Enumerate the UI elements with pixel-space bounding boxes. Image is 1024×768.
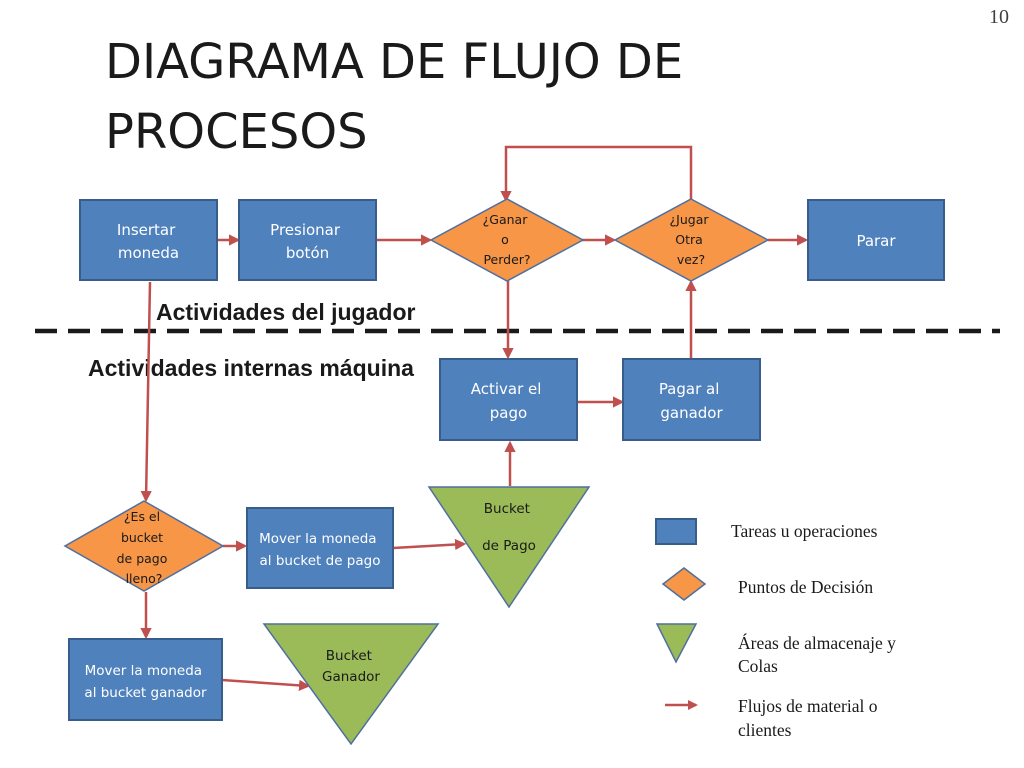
task-insert-coin-label: Insertar moneda bbox=[117, 221, 180, 262]
legend-storage-swatch bbox=[655, 623, 698, 664]
title-line-2: PROCESOS bbox=[105, 104, 368, 160]
task-insert-coin: Insertar moneda bbox=[79, 199, 218, 281]
decision-bucket-full: ¿Es el bucket de pago lleno? bbox=[63, 500, 225, 592]
arrow-move-payment-to-bucket bbox=[392, 538, 467, 551]
section-label-player: Actividades del jugador bbox=[156, 299, 415, 325]
task-move-coin-payment-label: Mover la moneda al bucket de pago bbox=[259, 531, 381, 569]
task-box bbox=[246, 507, 394, 589]
task-activate-payment-label: Activar el pago bbox=[471, 380, 546, 422]
arrow-play-again-loop bbox=[500, 145, 693, 203]
storage-payment-bucket: Bucket de Pago bbox=[427, 486, 591, 609]
task-pay-winner: Pagar al ganador bbox=[622, 358, 761, 441]
task-box bbox=[79, 199, 218, 281]
task-press-button: Presionar botón bbox=[238, 199, 377, 281]
task-box bbox=[807, 199, 945, 281]
task-box bbox=[439, 358, 578, 441]
task-pay-winner-label: Pagar al ganador bbox=[659, 380, 724, 422]
storage-winner-bucket: Bucket Ganador bbox=[262, 623, 440, 746]
decision-play-again: ¿Jugar Otra vez? bbox=[613, 198, 770, 282]
decision-diamond bbox=[429, 198, 585, 282]
storage-triangle bbox=[262, 623, 440, 746]
task-box bbox=[622, 358, 761, 441]
legend-task-swatch bbox=[655, 518, 697, 545]
legend-decisions-label: Puntos de Decisión bbox=[738, 577, 873, 597]
arrow-insert-to-bucket-full bbox=[140, 281, 152, 503]
task-move-coin-winner: Mover la moneda al bucket ganador bbox=[68, 638, 223, 721]
task-box bbox=[238, 199, 377, 281]
task-stop: Parar bbox=[807, 199, 945, 281]
storage-triangle bbox=[427, 486, 591, 609]
storage-payment-bucket-label: Bucket de Pago bbox=[482, 501, 536, 554]
task-box bbox=[68, 638, 223, 721]
slide-number: 10 bbox=[989, 6, 1009, 28]
legend-decision-swatch bbox=[661, 567, 707, 601]
task-activate-payment: Activar el pago bbox=[439, 358, 578, 441]
decision-bucket-full-label: ¿Es el bucket de pago lleno? bbox=[117, 509, 172, 586]
task-stop-label: Parar bbox=[856, 232, 896, 250]
section-label-machine: Actividades internas máquina bbox=[88, 355, 414, 381]
storage-winner-bucket-label: Bucket Ganador bbox=[322, 648, 380, 685]
task-press-button-label: Presionar botón bbox=[270, 221, 345, 262]
legend-storage-label: Áreas de almacenaje y Colas bbox=[738, 633, 900, 676]
decision-diamond bbox=[63, 500, 225, 592]
legend-tasks-label: Tareas u operaciones bbox=[731, 521, 878, 541]
flow-arrows bbox=[140, 145, 809, 691]
decision-play-again-label: ¿Jugar Otra vez? bbox=[670, 212, 713, 267]
legend-flows-label: Flujos de material o clientes bbox=[738, 696, 882, 740]
task-move-coin-payment: Mover la moneda al bucket de pago bbox=[246, 507, 394, 589]
decision-win-or-lose: ¿Ganar o Perder? bbox=[429, 198, 585, 282]
decision-diamond bbox=[613, 198, 770, 282]
title-line-1: DIAGRAMA DE FLUJO DE bbox=[105, 34, 683, 90]
task-move-coin-winner-label: Mover la moneda al bucket ganador bbox=[84, 663, 207, 701]
decision-win-or-lose-label: ¿Ganar o Perder? bbox=[483, 212, 532, 267]
arrow-move-winner-to-bucket bbox=[221, 678, 311, 691]
legend: Tareas u operaciones Puntos de Decisión … bbox=[655, 518, 900, 740]
